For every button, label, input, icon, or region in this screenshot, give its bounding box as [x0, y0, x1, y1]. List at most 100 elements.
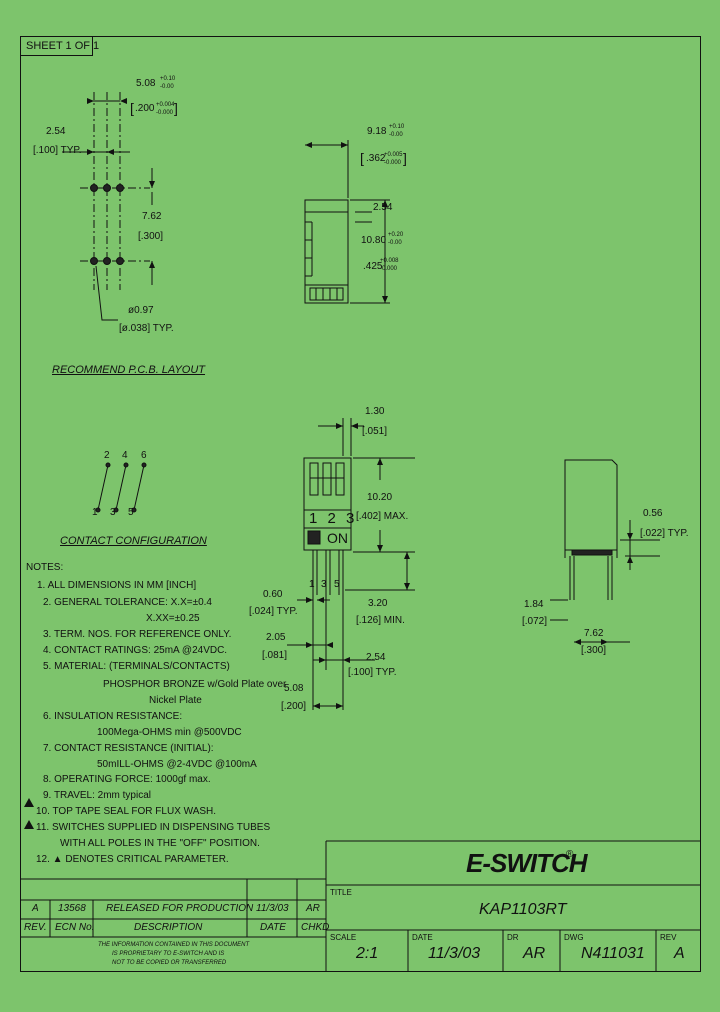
side-height-tol-minus: -0.00 — [388, 240, 402, 246]
pcb-width-tol-minus: -0.00 — [160, 84, 174, 90]
pin-width-mm: 0.60 — [263, 589, 283, 600]
pcb-width-mm: 5.08 — [136, 78, 156, 89]
revision-block-lines — [20, 878, 326, 938]
bracket-left: [ — [130, 100, 134, 116]
pcb-pitch-in: [.100] TYP. — [33, 145, 82, 156]
contact-pin-3: 3 — [110, 507, 116, 518]
front-pin-5: 5 — [334, 579, 340, 590]
end-view-drawing — [550, 459, 660, 643]
drawing-title: KAP1103RT — [479, 901, 567, 918]
note-9: 9. TRAVEL: 2mm typical — [43, 790, 151, 801]
sheet-border — [20, 36, 701, 972]
side-height-in-tol-minus: -0.000 — [380, 266, 398, 272]
contact-pin-4: 4 — [122, 450, 128, 461]
note-6: 6. INSULATION RESISTANCE: — [43, 711, 183, 722]
front-w-in: [.051] — [362, 426, 388, 437]
pcb-caption: RECOMMEND P.C.B. LAYOUT — [52, 364, 206, 376]
front-pin-3: 3 — [321, 579, 327, 590]
end-row-mm: 7.62 — [584, 628, 604, 639]
date-label: DATE — [412, 933, 433, 942]
title-block-lines — [325, 840, 700, 971]
front-a-mm: 2.05 — [266, 632, 286, 643]
pcb-width-in: .200 — [135, 103, 155, 114]
contact-caption: CONTACT CONFIGURATION — [60, 535, 207, 547]
note-7: 7. CONTACT RESISTANCE (INITIAL): — [43, 743, 214, 754]
rev-row-date: 11/3/03 — [256, 903, 289, 914]
front-total-mm: 5.08 — [284, 683, 304, 694]
note-10: 10. TOP TAPE SEAL FOR FLUX WASH. — [36, 806, 217, 817]
note-8: 8. OPERATING FORCE: 1000gf max. — [43, 774, 211, 785]
side-height-in: .425 — [363, 261, 383, 272]
note-11b: WITH ALL POLES IN THE "OFF" POSITION. — [60, 838, 260, 849]
scale-value: 2:1 — [356, 945, 379, 962]
rev-row-ecn: 13568 — [58, 903, 86, 914]
side-height-mm: 10.80 — [361, 235, 387, 246]
switch-numbers: 1 2 3 — [309, 510, 358, 527]
contact-pin-2: 2 — [104, 450, 110, 461]
pin-width-in: [.024] TYP. — [249, 606, 298, 617]
note-5b: PHOSPHOR BRONZE w/Gold Plate over — [103, 679, 287, 690]
front-pitch-mm: 2.54 — [366, 652, 386, 663]
rev-header-desc: DESCRIPTION — [134, 922, 203, 933]
front-total-in: [.200] — [281, 701, 307, 712]
lead-in: [.126] MIN. — [356, 615, 405, 626]
notes-title: NOTES: — [26, 562, 64, 573]
rev-header-ecn: ECN No. — [55, 922, 95, 933]
title-label: TITLE — [330, 888, 352, 897]
side-width-tol-plus: +0.10 — [389, 124, 405, 130]
pcb-width-in-tol-plus: +0.004 — [156, 102, 175, 108]
rev-row-rev: A — [32, 903, 39, 914]
disclaimer-1: THE INFORMATION CONTAINED IN THIS DOCUME… — [98, 942, 250, 948]
rev-header-date: DATE — [260, 922, 286, 933]
end-h-in: [.072] — [522, 616, 548, 627]
note-5: 5. MATERIAL: (TERMINALS/CONTACTS) — [43, 661, 230, 672]
date-value: 11/3/03 — [428, 945, 481, 962]
pcb-pitch-mm: 2.54 — [46, 126, 66, 137]
bracket-right: ] — [174, 100, 178, 116]
sheet-label-box — [20, 36, 93, 56]
bracket-right: ] — [403, 150, 407, 166]
lead-mm: 3.20 — [368, 598, 388, 609]
front-w-mm: 1.30 — [365, 406, 385, 417]
end-t-mm: 0.56 — [643, 508, 663, 519]
pcb-row-mm: 7.62 — [142, 211, 162, 222]
note-5c: Nickel Plate — [149, 695, 202, 706]
side-view-drawing — [304, 140, 390, 304]
end-t-in: [.022] TYP. — [640, 528, 689, 539]
side-height-in-tol-plus: +0.008 — [380, 258, 399, 264]
contact-pin-1: 1 — [92, 507, 98, 518]
rev-header-rev: REV. — [24, 922, 47, 933]
note-11: 11. SWITCHES SUPPLIED IN DISPENSING TUBE… — [36, 822, 271, 833]
e-switch-logo: E-SWITCH — [466, 848, 588, 878]
disclaimer-2: IS PROPRIETARY TO E-SWITCH AND IS — [112, 951, 225, 957]
pcb-layout-drawing — [62, 92, 153, 321]
side-width-tol-minus: -0.00 — [389, 132, 403, 138]
side-pitch-mm: 2.54 — [373, 202, 393, 213]
sheet-label: SHEET 1 OF 1 — [26, 40, 100, 52]
drawn-by-value: AR — [523, 945, 546, 962]
pcb-hole-in: [ø.038] TYP. — [119, 323, 174, 334]
rev-value: A — [674, 945, 685, 962]
pcb-hole-mm: ø0.97 — [128, 305, 154, 316]
rev-label: REV — [660, 933, 677, 942]
contact-pin-5: 5 — [128, 507, 134, 518]
contact-config-drawing — [95, 462, 147, 513]
dwg-label: DWG — [564, 933, 584, 942]
side-width-in-tol-plus: +0.005 — [384, 152, 403, 158]
end-row-in: [.300] — [581, 645, 607, 656]
rev-row-chkd: AR — [306, 903, 320, 914]
bracket-left: [ — [360, 150, 364, 166]
registered-mark: ® — [566, 849, 574, 860]
dwg-number: N411031 — [581, 945, 645, 962]
front-pin-1: 1 — [309, 579, 315, 590]
note-12: 12. ▲ DENOTES CRITICAL PARAMETER. — [36, 854, 229, 865]
side-height-tol-plus: +0.20 — [388, 232, 404, 238]
rev-row-desc: RELEASED FOR PRODUCTION — [106, 903, 254, 914]
front-pitch-in: [.100] TYP. — [348, 667, 397, 678]
note-2: 2. GENERAL TOLERANCE: X.X=±0.4 — [43, 597, 212, 608]
side-width-mm: 9.18 — [367, 126, 387, 137]
note-3: 3. TERM. NOS. FOR REFERENCE ONLY. — [43, 629, 232, 640]
end-h-mm: 1.84 — [524, 599, 544, 610]
note-7b: 50mILL-OHMS @2-4VDC @100mA — [97, 759, 257, 770]
